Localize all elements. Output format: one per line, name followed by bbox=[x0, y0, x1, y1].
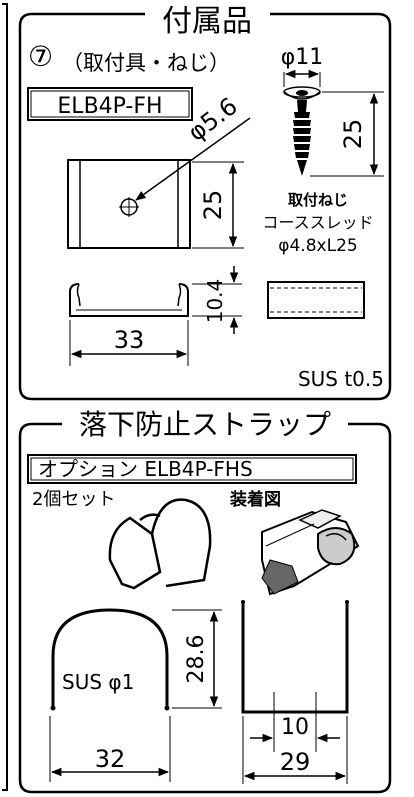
model-label: ELB4P-FH bbox=[57, 94, 162, 119]
wire-height-label: 28.6 bbox=[184, 635, 209, 684]
bracket-width-label: 33 bbox=[114, 326, 145, 354]
screw-label-2: コーススレッド bbox=[262, 213, 373, 232]
screw-diameter-dim bbox=[283, 69, 321, 87]
screw-diameter-label: φ11 bbox=[281, 45, 324, 70]
inner-gap-label: 10 bbox=[281, 715, 309, 740]
option-label: オプション ELB4P-FHS bbox=[38, 457, 253, 481]
bracket-height-dim bbox=[192, 161, 244, 249]
installed-label: 装着図 bbox=[229, 489, 281, 510]
set-count-label: 2個セット bbox=[32, 489, 115, 510]
bracket-depth-dim bbox=[192, 266, 242, 334]
wire-material-label: SUS φ1 bbox=[62, 670, 134, 694]
screw-length-label: 25 bbox=[339, 119, 367, 150]
round-wire-width-label: 32 bbox=[95, 745, 126, 773]
square-wire-width-dim bbox=[242, 716, 348, 784]
bracket-depth-label: 10.4 bbox=[203, 279, 227, 324]
round-wire-width-dim bbox=[49, 716, 171, 782]
material-note: SUS t0.5 bbox=[298, 367, 384, 391]
model-box bbox=[27, 87, 193, 121]
accessories-frame bbox=[18, 12, 392, 401]
strap-frame bbox=[18, 422, 392, 794]
strap-clip-icon bbox=[108, 498, 212, 590]
bracket-side-view bbox=[69, 283, 189, 317]
item-number: ⑦ bbox=[28, 40, 53, 73]
bracket-width-dim bbox=[69, 320, 189, 366]
screw-label-1: 取付ねじ bbox=[288, 191, 348, 209]
screw-label-3: φ4.8xL25 bbox=[278, 236, 357, 256]
wire-height-dim bbox=[172, 609, 222, 709]
accessories-title: 付属品 bbox=[162, 4, 252, 39]
square-wire bbox=[241, 603, 349, 714]
round-wire bbox=[51, 608, 169, 706]
option-box bbox=[27, 454, 357, 484]
item-title: （取付具・ねじ） bbox=[62, 51, 230, 75]
bracket-top-view bbox=[67, 159, 191, 249]
installed-view-icon bbox=[261, 509, 360, 596]
square-wire-width-label: 29 bbox=[280, 748, 311, 776]
bracket-profile bbox=[267, 281, 365, 319]
bracket-height-label: 25 bbox=[199, 190, 227, 221]
inner-gap-dim bbox=[250, 692, 340, 752]
screw-length-dim bbox=[310, 91, 384, 177]
strap-title: 落下防止ストラップ bbox=[79, 408, 331, 441]
screw-icon bbox=[283, 86, 321, 176]
hole-leader bbox=[135, 117, 251, 201]
